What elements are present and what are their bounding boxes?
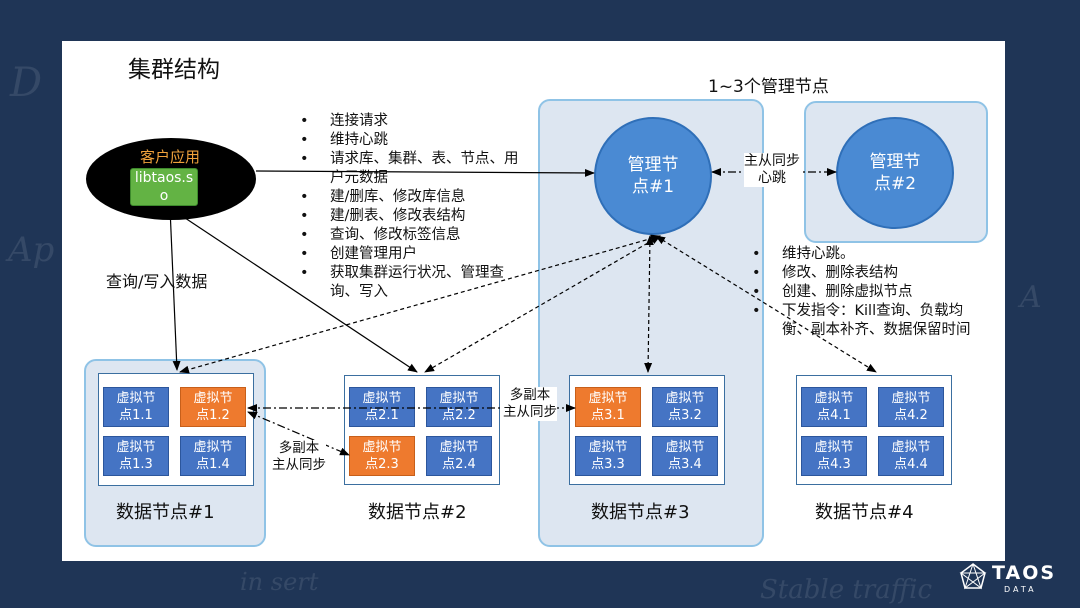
vnode: 虚拟节 点3.2 (652, 387, 718, 427)
mnode-1: 管理节 点#1 (594, 117, 712, 235)
logo-name: TAOS (992, 562, 1057, 584)
vnode-label: 虚拟节 点1.3 (116, 440, 156, 472)
logo-sub: DATA (1004, 585, 1037, 594)
mnode1-dnode2-heartbeat (424, 235, 661, 373)
background-scribble: Stable traffic (760, 575, 933, 605)
mnode-2: 管理节 点#2 (836, 117, 954, 229)
vnode-label: 虚拟节 点4.1 (814, 391, 854, 423)
vnode: 虚拟节 点4.2 (878, 387, 944, 427)
client-to-dnode1-arrow (169, 207, 181, 371)
background-scribble: D (10, 60, 43, 106)
page-title: 集群结构 (128, 57, 220, 83)
vnode-label: 虚拟节 点3.2 (665, 391, 705, 423)
mnode-1-label: 管理节 点#1 (627, 155, 679, 197)
mnode1-dnode1-heartbeat (179, 234, 661, 374)
network-star-icon (959, 563, 987, 590)
client-to-mnode1-arrow (255, 168, 595, 177)
vnode-label: 虚拟节 点4.2 (891, 391, 931, 423)
vnode: 虚拟节 点3.3 (575, 436, 641, 476)
vnode-label: 虚拟节 点3.1 (588, 391, 628, 423)
libtaos-box: libtaos.so (130, 168, 198, 206)
vnode: 虚拟节 点4.1 (801, 387, 867, 427)
dnode-label: 数据节点#1 (116, 502, 215, 523)
vnode: 虚拟节 点3.1 (575, 387, 641, 427)
vnode-label: 虚拟节 点2.4 (439, 440, 479, 472)
mnode-2-label: 管理节 点#2 (869, 152, 921, 194)
vnode: 虚拟节 点4.3 (801, 436, 867, 476)
replica-sync-arrow-b (247, 411, 350, 456)
client-to-dnode2-arrow (169, 207, 418, 373)
dnode-label: 数据节点#2 (368, 502, 467, 523)
vnode: 虚拟节 点1.2 (180, 387, 246, 427)
vnode-label: 虚拟节 点2.3 (362, 440, 402, 472)
edge-label-query-write: 查询/写入数据 (106, 272, 208, 291)
vnode-label: 虚拟节 点4.4 (891, 440, 931, 472)
list-item: 维持心跳 (300, 131, 520, 150)
dnode-label: 数据节点#3 (591, 502, 690, 523)
management-caption: 1~3个管理节点 (708, 77, 829, 97)
vnode-label: 虚拟节 点4.3 (814, 440, 854, 472)
list-item: 建/删库、修改库信息 (300, 188, 520, 207)
background-scribble: in sert (240, 568, 319, 596)
vnode-label: 虚拟节 点3.3 (588, 440, 628, 472)
background-scribble: Ap (8, 230, 55, 270)
vnode: 虚拟节 点3.4 (652, 436, 718, 476)
client-label: 客户应用 (139, 148, 200, 166)
list-item: 请求库、集群、表、节点、用户元数据 (300, 150, 520, 188)
vnode: 虚拟节 点1.4 (180, 436, 246, 476)
list-item: 连接请求 (300, 112, 520, 131)
vnode: 虚拟节 点2.4 (426, 436, 492, 476)
edge-label-mnode-sync: 主从同步 心跳 (744, 153, 800, 187)
edge-label-replica-sync-a: 多副本 主从同步 (503, 387, 557, 421)
vnode: 虚拟节 点1.1 (103, 387, 169, 427)
background-scribble: A (1020, 280, 1042, 315)
vnode: 虚拟节 点2.3 (349, 436, 415, 476)
vnode-label: 虚拟节 点1.1 (116, 391, 156, 423)
mnode1-dnode3-heartbeat (644, 235, 654, 373)
vnode-label: 虚拟节 点1.2 (193, 391, 233, 423)
mnode1-dnode4-heartbeat (655, 235, 877, 373)
dnode-label: 数据节点#4 (815, 502, 914, 523)
vnode: 虚拟节 点1.3 (103, 436, 169, 476)
vnode: 虚拟节 点4.4 (878, 436, 944, 476)
vnode-label: 虚拟节 点1.4 (193, 440, 233, 472)
edge-label-replica-sync-b: 多副本 主从同步 (272, 440, 326, 474)
list-item: 建/删表、修改表结构 (300, 207, 520, 226)
vnode-label: 虚拟节 点3.4 (665, 440, 705, 472)
